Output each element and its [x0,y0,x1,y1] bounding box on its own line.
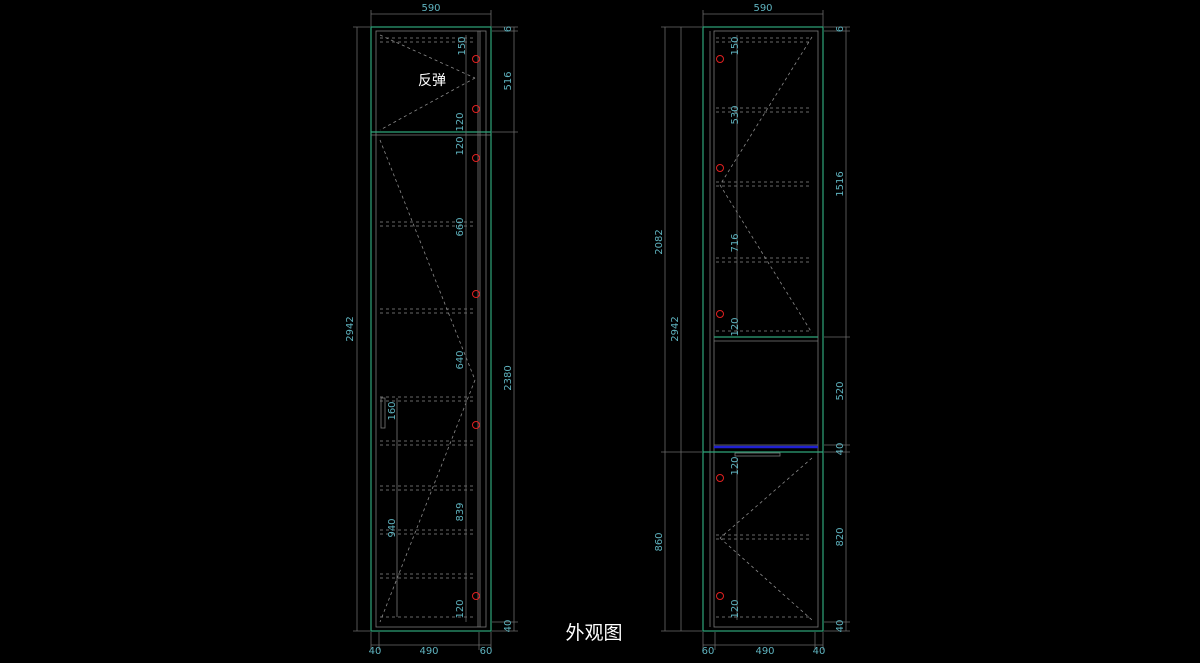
dim-120: 120 [455,599,466,618]
hinge-icon [716,55,724,63]
right-inner-frame [713,30,819,628]
right-bottom-width-mid: 490 [755,646,774,657]
right-cabinet: 590 [654,3,850,657]
right-upper-section: 1516 [835,171,846,196]
hinge-icon [716,474,724,482]
left-upper-section: 516 [503,71,514,90]
left-lower-section: 2380 [503,365,514,390]
hinge-icon [472,105,480,113]
right-lower-section: 820 [835,527,846,546]
right-open-section: 520 [835,381,846,400]
left-total-height: 2942 [345,316,356,341]
right-bottom-width-right: 40 [813,646,826,657]
left-top-gap: 6 [503,26,514,32]
left-outer-frame [370,26,492,632]
hinge-icon [472,154,480,162]
hinge-icon [716,310,724,318]
left-bottom-width-left: 40 [369,646,382,657]
right-top-width: 590 [753,3,772,14]
hinge-icon [716,164,724,172]
left-top-width: 590 [421,3,440,14]
right-outer-frame [702,26,824,632]
dim-716: 716 [730,233,741,252]
drawing-title: 外观图 [565,622,622,644]
dim-120: 120 [730,456,741,475]
left-door-handle [380,397,386,429]
right-bottom-width-left: 60 [702,646,715,657]
dim-150: 150 [730,36,741,55]
left-bottom-width-right: 60 [480,646,493,657]
dim-120: 120 [730,317,741,336]
dim-839: 839 [455,502,466,521]
dim-120: 120 [455,112,466,131]
right-bottom-gap: 40 [835,620,846,633]
dim-530: 530 [730,105,741,124]
dim-150: 150 [457,36,468,55]
dim-940: 940 [387,518,398,537]
right-lower-door: 860 [654,532,665,551]
dim-640: 640 [455,350,466,369]
right-total-height: 2942 [670,316,681,341]
dim-120: 120 [455,136,466,155]
hinge-icon [472,592,480,600]
left-cabinet: 590 [345,3,518,657]
dim-660: 660 [455,217,466,236]
left-bottom-gap: 40 [503,620,514,633]
hinge-icon [472,290,480,298]
hinge-icon [716,592,724,600]
hinge-icon [472,421,480,429]
right-gap-mid: 40 [835,443,846,456]
dim-120: 120 [730,599,741,618]
right-drawer-handle [734,452,781,457]
rebound-note: 反弹 [418,73,446,89]
left-bottom-width-mid: 490 [419,646,438,657]
left-inner-frame [375,30,487,628]
hinge-icon [472,55,480,63]
right-door-height: 2082 [654,229,665,254]
right-top-gap: 6 [835,26,846,32]
dim-160: 160 [387,401,398,420]
